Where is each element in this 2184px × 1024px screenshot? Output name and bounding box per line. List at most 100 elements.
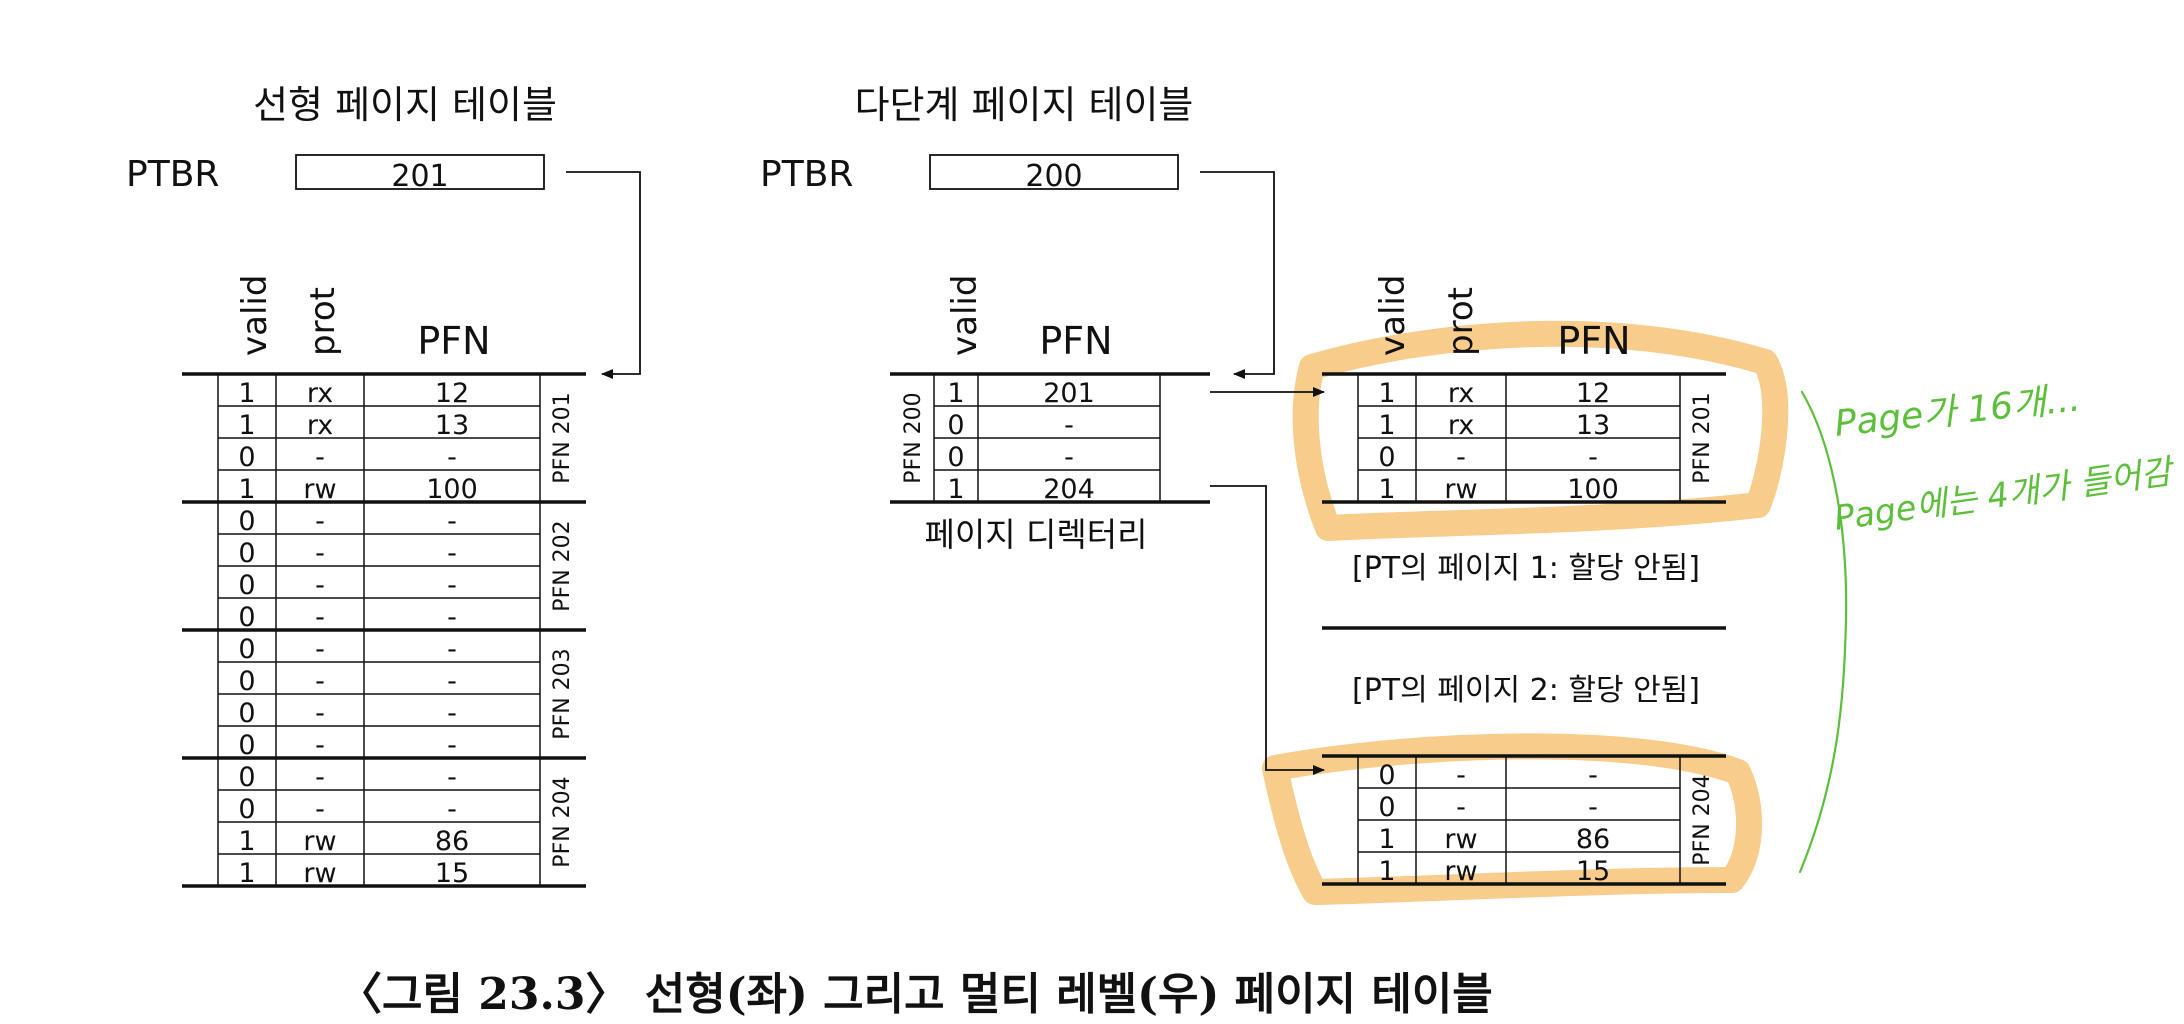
group-side-label: PFN 201	[1690, 392, 1715, 483]
cell-pfn: -	[1588, 760, 1598, 791]
directory-cell-valid: 0	[947, 442, 964, 473]
linear-ptbr-value: 201	[391, 159, 448, 194]
cell-pfn: 86	[1576, 824, 1610, 855]
cell-valid: 1	[238, 410, 255, 441]
figure-caption: 〈그림 23.3〉 선형(좌) 그리고 멀티 레벨(우) 페이지 테이블	[338, 969, 1493, 1020]
cell-valid: 0	[238, 730, 255, 761]
cell-prot: rw	[1444, 474, 1477, 505]
group-side-label: PFN 202	[550, 520, 575, 611]
linear-col-valid: valid	[235, 275, 275, 356]
directory-cell-pfn: 204	[1043, 474, 1095, 505]
cell-pfn: -	[447, 442, 457, 473]
cell-prot: rw	[1444, 824, 1477, 855]
cell-valid: 0	[238, 570, 255, 601]
group-side-label: PFN 203	[550, 648, 575, 739]
cell-valid: 1	[238, 826, 255, 857]
cell-valid: 1	[1378, 824, 1395, 855]
cell-pfn: -	[447, 602, 457, 633]
cell-pfn: -	[447, 506, 457, 537]
handwritten-brace	[1798, 390, 1848, 874]
cell-pfn: -	[447, 538, 457, 569]
multilevel-ptbr-box	[929, 154, 1179, 190]
cell-prot: -	[315, 602, 325, 633]
group-side-label: PFN 204	[1690, 774, 1715, 865]
handwritten-note-line1: Page가 16개...	[1833, 378, 2083, 445]
cell-prot: -	[1456, 792, 1466, 823]
cell-valid: 1	[238, 378, 255, 409]
cell-prot: -	[315, 634, 325, 665]
directory-cell-pfn: -	[1064, 410, 1074, 441]
linear-ptbr-label: PTBR	[126, 154, 219, 195]
cell-prot: -	[315, 762, 325, 793]
cell-prot: rw	[303, 858, 336, 889]
cell-pfn: 12	[1576, 378, 1610, 409]
cell-prot: rx	[1448, 410, 1474, 441]
cell-pfn: -	[1588, 792, 1598, 823]
cell-prot: rx	[1448, 378, 1474, 409]
cell-prot: -	[315, 794, 325, 825]
cell-valid: 1	[238, 858, 255, 889]
multilevel-title: 다단계 페이지 테이블	[855, 83, 1194, 127]
directory-cell-valid: 0	[947, 410, 964, 441]
cell-prot: -	[315, 442, 325, 473]
cell-valid: 0	[238, 442, 255, 473]
cell-pfn: -	[447, 730, 457, 761]
linear-ptbr-box	[295, 154, 545, 190]
cell-prot: rw	[303, 826, 336, 857]
cell-prot: -	[315, 538, 325, 569]
cell-valid: 0	[1378, 442, 1395, 473]
directory-side-label: PFN 200	[901, 392, 926, 483]
cell-pfn: 100	[1567, 474, 1619, 505]
directory-cell-pfn: -	[1064, 442, 1074, 473]
handwritten-note-line2: Page에는 4개가 들어감	[1832, 451, 2179, 539]
cell-valid: 0	[238, 762, 255, 793]
cell-valid: 0	[238, 538, 255, 569]
cell-prot: -	[315, 506, 325, 537]
cell-valid: 0	[238, 602, 255, 633]
cell-pfn: 13	[1576, 410, 1610, 441]
unallocated-page-1: [PT의 페이지 1: 할당 안됨]	[1352, 551, 1700, 586]
cell-prot: -	[315, 698, 325, 729]
group-side-label: PFN 204	[550, 776, 575, 867]
pt-col-valid: valid	[1373, 275, 1413, 356]
cell-prot: rx	[307, 410, 333, 441]
directory-cell-valid: 1	[947, 474, 964, 505]
cell-valid: 0	[238, 698, 255, 729]
cell-prot: -	[315, 666, 325, 697]
cell-prot: -	[315, 730, 325, 761]
group-side-label: PFN 201	[550, 392, 575, 483]
cell-prot: -	[1456, 760, 1466, 791]
cell-pfn: 86	[435, 826, 469, 857]
cell-valid: 1	[1378, 410, 1395, 441]
cell-valid: 0	[1378, 760, 1395, 791]
directory-caption: 페이지 디렉터리	[924, 515, 1147, 554]
cell-valid: 0	[238, 794, 255, 825]
cell-prot: rw	[303, 474, 336, 505]
directory-to-pfn204-arrow	[1210, 485, 1325, 775]
cell-valid: 1	[238, 474, 255, 505]
cell-valid: 0	[238, 666, 255, 697]
cell-valid: 0	[1378, 792, 1395, 823]
cell-pfn: -	[447, 762, 457, 793]
cell-valid: 0	[238, 634, 255, 665]
multilevel-ptbr-label: PTBR	[760, 154, 853, 195]
cell-valid: 1	[1378, 378, 1395, 409]
unallocated-page-2: [PT의 페이지 2: 할당 안됨]	[1352, 673, 1700, 708]
cell-valid: 1	[1378, 856, 1395, 887]
multilevel-ptbr-value: 200	[1025, 159, 1082, 194]
cell-pfn: 12	[435, 378, 469, 409]
directory-cell-pfn: 201	[1043, 378, 1095, 409]
multilevel-ptbr-arrow	[1200, 171, 1275, 379]
cell-prot: -	[1456, 442, 1466, 473]
cell-valid: 0	[238, 506, 255, 537]
cell-pfn: 15	[435, 858, 469, 889]
cell-pfn: 13	[435, 410, 469, 441]
linear-ptbr-arrow	[566, 171, 641, 379]
cell-pfn: -	[447, 698, 457, 729]
cell-prot: rx	[307, 378, 333, 409]
